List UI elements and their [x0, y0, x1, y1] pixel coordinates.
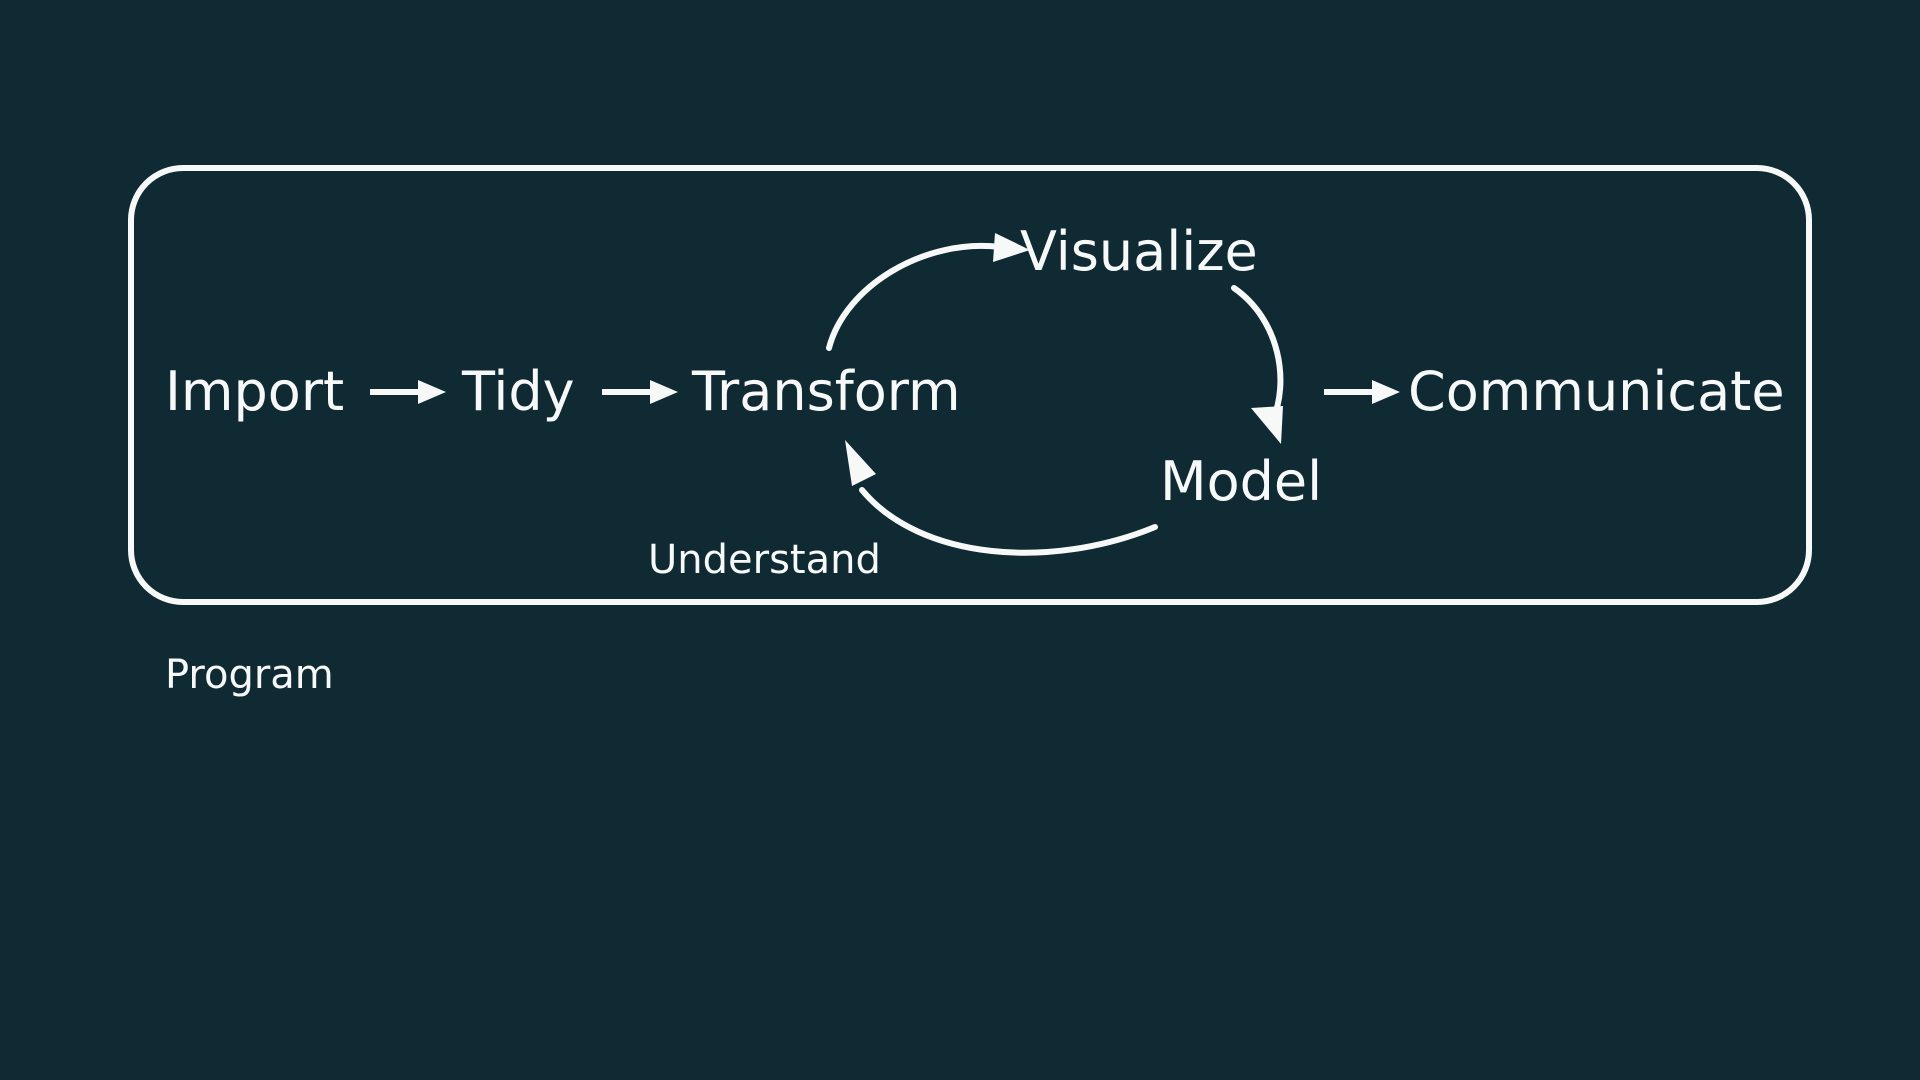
- node-visualize: Visualize: [1020, 220, 1258, 283]
- arrow-import-to-tidy: [370, 380, 446, 404]
- node-tidy: Tidy: [461, 360, 575, 423]
- arrow-tidy-to-transform: [602, 380, 678, 404]
- arrow-transform-to-visualize: [826, 233, 1030, 351]
- arrow-model-to-transform: [845, 440, 1158, 556]
- label-program: Program: [165, 652, 334, 698]
- program-container-box: [128, 165, 1812, 605]
- arrow-visualize-to-model: [1231, 285, 1284, 444]
- node-model: Model: [1160, 450, 1322, 513]
- node-transform: Transform: [691, 360, 961, 423]
- label-understand: Understand: [648, 537, 881, 583]
- node-import: Import: [165, 360, 344, 423]
- node-communicate: Communicate: [1408, 360, 1785, 423]
- arrow-model-to-communicate: [1324, 380, 1400, 404]
